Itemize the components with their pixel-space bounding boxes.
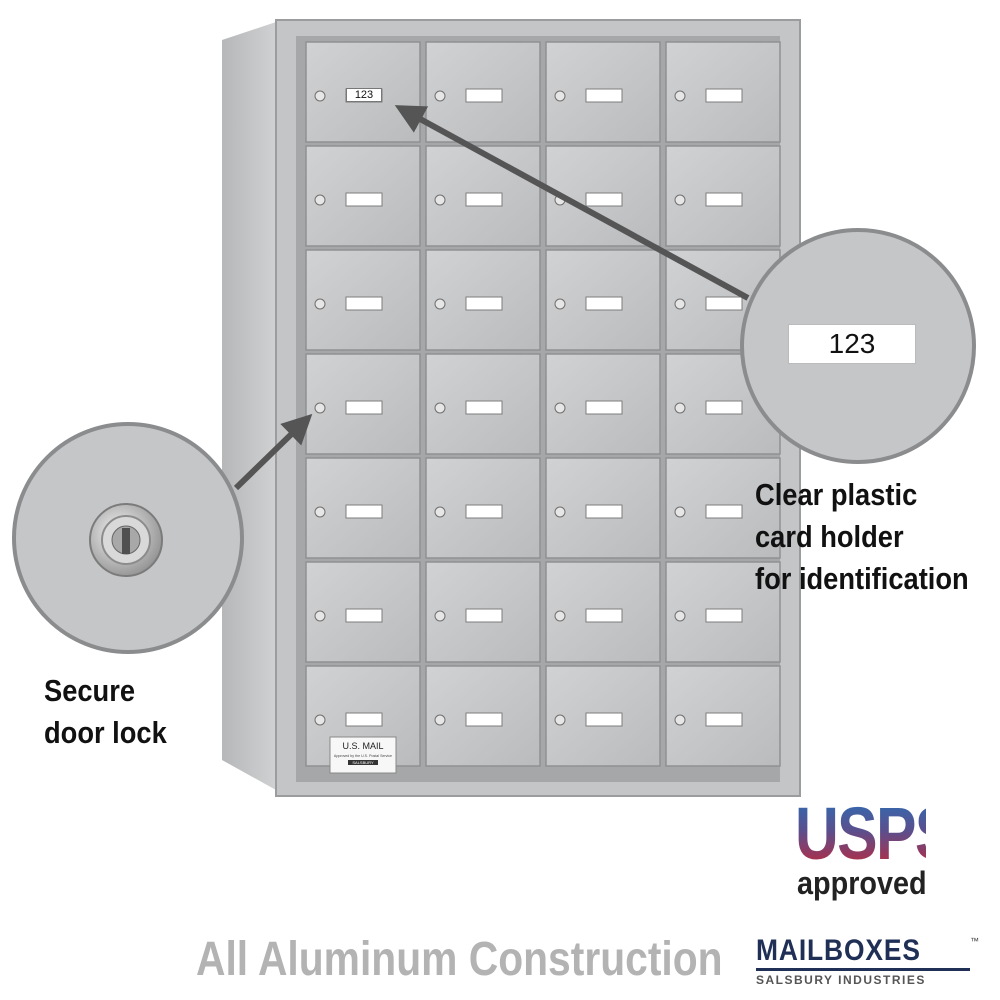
door-lock-icon bbox=[554, 714, 566, 726]
card-holder-slot bbox=[585, 712, 623, 727]
card-holder-slot bbox=[345, 192, 383, 207]
card-holder-zoom-number: 123 bbox=[788, 324, 916, 364]
card-holder-slot bbox=[585, 504, 623, 519]
card-holder-label-line: Clear plastic bbox=[755, 477, 918, 512]
door-lock-label-line: Secure bbox=[44, 673, 135, 708]
us-mail-plate-brand: SALSBURY bbox=[352, 760, 374, 765]
card-holder-slot bbox=[345, 608, 383, 623]
card-holder-slot bbox=[345, 712, 383, 727]
door-lock-icon bbox=[674, 402, 686, 414]
card-holder-slot bbox=[705, 608, 743, 623]
card-holder-slot bbox=[705, 400, 743, 415]
card-holder-slot bbox=[705, 296, 743, 311]
slot-number-card: 123 bbox=[346, 88, 382, 102]
door-lock-icon bbox=[674, 298, 686, 310]
door-lock-icon bbox=[314, 610, 326, 622]
door-lock-icon bbox=[554, 90, 566, 102]
us-mail-plate-title: U.S. MAIL bbox=[342, 741, 383, 751]
door-lock-label: Secure door lock bbox=[44, 670, 167, 754]
door-lock-icon bbox=[674, 194, 686, 206]
mailbox-doors bbox=[305, 41, 781, 767]
card-holder-slot bbox=[585, 400, 623, 415]
card-holder-slot bbox=[465, 608, 503, 623]
lock-arrow bbox=[233, 413, 313, 491]
card-holder-slot bbox=[585, 192, 623, 207]
brand-name: MAILBOXES bbox=[756, 934, 921, 967]
door-lock-label-line: door lock bbox=[44, 715, 167, 750]
card-holder-slot bbox=[465, 504, 503, 519]
trademark-symbol: ™ bbox=[970, 936, 979, 946]
card-holder-label-line: card holder bbox=[755, 519, 904, 554]
us-mail-plate-approval: Approved by the U.S. Postal Service bbox=[334, 754, 392, 758]
card-holder-slot bbox=[465, 400, 503, 415]
card-holder-slot bbox=[705, 192, 743, 207]
card-holder-slot bbox=[465, 296, 503, 311]
usps-approved-badge: USPS approved bbox=[795, 792, 955, 901]
door-lock-icon bbox=[434, 714, 446, 726]
door-lock-icon bbox=[434, 610, 446, 622]
door-lock-icon bbox=[314, 90, 326, 102]
card-holder-slot bbox=[705, 712, 743, 727]
card-holder-label: Clear plastic card holder for identifica… bbox=[755, 474, 969, 600]
door-lock-icon bbox=[554, 298, 566, 310]
door-lock-icon bbox=[554, 402, 566, 414]
card-holder-slot bbox=[585, 608, 623, 623]
door-lock-icon bbox=[674, 610, 686, 622]
construction-tagline: All Aluminum Construction bbox=[196, 933, 723, 986]
door-lock-icon bbox=[434, 506, 446, 518]
door-lock-icon bbox=[314, 194, 326, 206]
door-lock-icon bbox=[554, 506, 566, 518]
card-holder-label-line: for identification bbox=[755, 561, 969, 596]
card-holder-slot bbox=[465, 192, 503, 207]
mailboxes-brand-logo: MAILBOXES SALSBURY INDUSTRIES bbox=[756, 935, 976, 991]
door-lock-icon bbox=[434, 298, 446, 310]
us-mail-plate: U.S. MAIL Approved by the U.S. Postal Se… bbox=[329, 736, 397, 774]
door-lock-icon bbox=[434, 402, 446, 414]
lock-zoom-icon bbox=[89, 503, 163, 577]
usps-badge-sub: approved bbox=[797, 865, 927, 901]
card-holder-slot bbox=[465, 712, 503, 727]
brand-rule bbox=[756, 968, 970, 971]
brand-tagline: SALSBURY INDUSTRIES bbox=[756, 973, 926, 987]
door-lock-icon bbox=[434, 194, 446, 206]
door-lock-icon bbox=[314, 506, 326, 518]
mailbox-door bbox=[425, 145, 541, 247]
door-lock-icon bbox=[314, 714, 326, 726]
card-holder-slot bbox=[345, 504, 383, 519]
card-holder-slot bbox=[465, 88, 503, 103]
card-holder-arrow bbox=[394, 105, 750, 301]
door-lock-icon bbox=[314, 402, 326, 414]
door-lock-icon bbox=[314, 298, 326, 310]
card-holder-slot bbox=[345, 296, 383, 311]
card-holder-slot bbox=[705, 88, 743, 103]
card-holder-slot bbox=[705, 504, 743, 519]
card-holder-slot bbox=[345, 400, 383, 415]
mailbox-door bbox=[665, 561, 781, 663]
door-lock-icon bbox=[554, 610, 566, 622]
door-lock-icon bbox=[434, 90, 446, 102]
card-holder-slot bbox=[585, 88, 623, 103]
card-holder-slot bbox=[585, 296, 623, 311]
door-lock-icon bbox=[674, 506, 686, 518]
mailbox-side-panel bbox=[222, 22, 276, 790]
door-lock-icon bbox=[674, 90, 686, 102]
usps-badge-main: USPS bbox=[795, 792, 955, 875]
door-lock-icon bbox=[674, 714, 686, 726]
